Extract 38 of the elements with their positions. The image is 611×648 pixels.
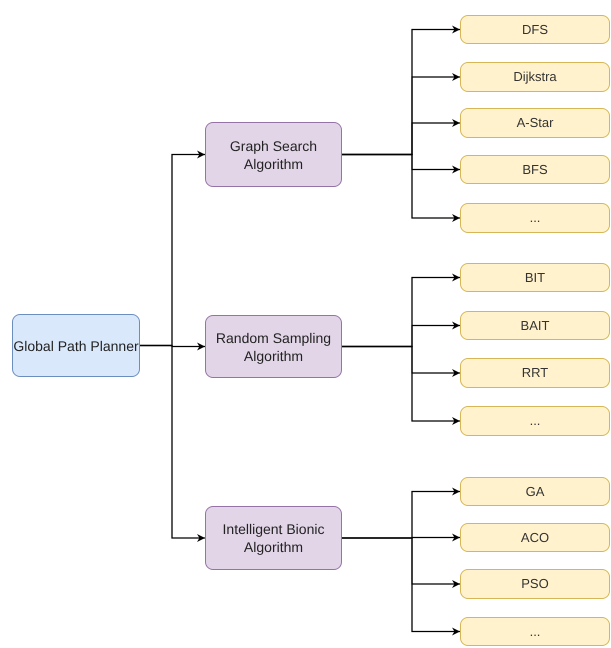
node-label: BAIT [520,316,550,334]
algorithm-box [460,203,610,233]
arrow [140,344,205,542]
node-label: GA [526,482,544,500]
algorithm-box [460,263,610,292]
planner-box [12,314,140,377]
category-box [205,122,342,187]
algorithm-box [460,155,610,184]
node-label: RRT [522,364,548,382]
algorithm-box [460,477,610,506]
node-label: ACO [520,528,550,546]
algorithm-box [460,569,610,599]
algorithm-box [460,358,610,388]
node-label: Graph Search Algorithm [228,136,318,172]
category-box [205,315,342,378]
node-label: DFS [522,20,548,38]
node-label: A-Star [516,114,554,132]
algorithm-box [460,523,610,552]
arrow [342,346,460,425]
algorithm-box [460,617,610,646]
node-label: BIT [524,268,546,286]
node-label: Random Sampling Algorithm [214,328,332,364]
algorithm-box [460,62,610,92]
arrow [342,537,460,636]
category-box [205,506,342,570]
node-label: ... [530,209,540,227]
node-label: Global Path Planner [13,336,139,354]
algorithm-box [460,406,610,436]
algorithm-box [460,15,610,44]
arrow [342,154,460,222]
node-label: ... [530,412,540,430]
algorithm-box [460,311,610,340]
node-label: Dijkstra [513,68,557,86]
node-label: BFS [522,160,548,178]
node-label: PSO [521,575,549,593]
algorithm-box [460,108,610,138]
node-label: Intelligent Bionic Algorithm [222,520,326,556]
node-label: ... [530,622,540,640]
